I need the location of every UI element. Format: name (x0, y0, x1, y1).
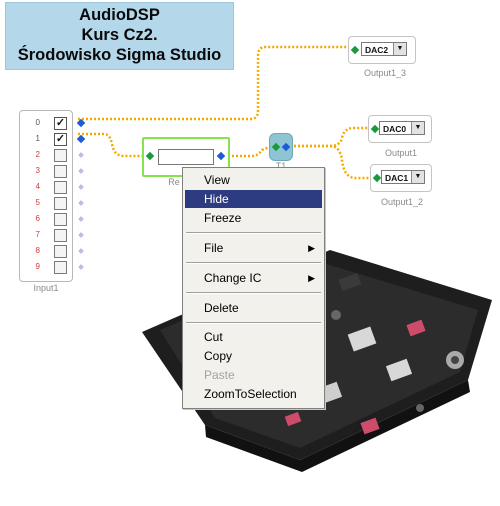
input-channel-checkbox[interactable] (54, 181, 67, 194)
output-caption: Output1_3 (363, 68, 407, 78)
menu-item-label: Change IC (204, 271, 262, 285)
context-menu[interactable]: View Hide Freeze File ▶ Change IC ▶ Delete… (182, 167, 325, 409)
input-channel-checkbox[interactable] (54, 245, 67, 258)
input-channel-checkbox[interactable]: ✓ (54, 133, 67, 146)
wire-ch1-readback[interactable] (78, 132, 148, 158)
menu-item-label: ZoomToSelection (204, 387, 297, 401)
t1-block[interactable] (269, 133, 293, 161)
menu-item-label: Delete (204, 301, 239, 315)
title-banner: AudioDSP Kurs Cz2. Środowisko Sigma Stud… (5, 2, 234, 70)
title-line-3: Środowisko Sigma Studio (17, 46, 222, 64)
menu-item-label: Freeze (204, 211, 242, 225)
wire-group (78, 45, 370, 180)
input-channel-number: 2 (35, 150, 40, 159)
input-channel-number: 5 (35, 198, 40, 207)
menu-item-copy[interactable]: Copy (185, 347, 322, 365)
t1-input-pin-icon[interactable] (271, 142, 281, 152)
title-line-1: AudioDSP (79, 6, 160, 24)
input-channel-number: 6 (35, 214, 40, 223)
output-caption: Output1_2 (380, 197, 424, 207)
menu-separator (186, 292, 321, 294)
chevron-down-icon[interactable]: ▼ (411, 122, 424, 134)
input-channel-row[interactable]: 1✓ (20, 132, 86, 148)
menu-item-label: Cut (204, 330, 223, 344)
input-channel-number: 3 (35, 166, 40, 175)
menu-separator (186, 322, 321, 324)
input-channel-number: 1 (35, 134, 40, 143)
input-channel-number: 8 (35, 246, 40, 255)
menu-separator (186, 262, 321, 264)
chevron-down-icon[interactable]: ▼ (411, 171, 424, 183)
input-channel-checkbox[interactable] (54, 165, 67, 178)
output-input-pin-icon[interactable] (350, 45, 360, 55)
input-block-caption: Input1 (33, 283, 59, 293)
menu-item-label: View (204, 173, 230, 187)
menu-item-delete[interactable]: Delete (185, 299, 322, 317)
input-channel-checkbox[interactable] (54, 261, 67, 274)
output-block-dac2[interactable]: DAC2 ▼ (348, 36, 416, 64)
input-channel-checkbox[interactable] (54, 197, 67, 210)
menu-item-label: File (204, 241, 224, 255)
input-channel-number: 7 (35, 230, 40, 239)
submenu-arrow-icon: ▶ (308, 243, 315, 253)
submenu-arrow-icon: ▶ (308, 273, 315, 283)
dac-select-value: DAC1 (385, 173, 409, 183)
output-block-dac1[interactable]: DAC1 ▼ (370, 164, 432, 192)
input-channel-number: 9 (35, 262, 40, 271)
readback-value-field[interactable] (158, 149, 214, 165)
input-channel-checkbox[interactable] (54, 213, 67, 226)
t1-caption: T1 (275, 161, 287, 171)
menu-item-change-ic[interactable]: Change IC ▶ (185, 269, 322, 287)
input-channel-checkbox[interactable] (54, 229, 67, 242)
input-channel-checkbox[interactable]: ✓ (54, 117, 67, 130)
input-channel-row[interactable]: 4 (20, 180, 84, 196)
input-channel-row[interactable]: 8 (20, 244, 84, 260)
input-channel-checkbox[interactable] (54, 149, 67, 162)
readback-caption: Re (168, 177, 180, 187)
readback-input-pin-icon[interactable] (145, 151, 155, 161)
input-channel-number: 4 (35, 182, 40, 191)
output-block-dac0[interactable]: DAC0 ▼ (368, 115, 432, 143)
wire-ch0-dac2[interactable] (78, 45, 348, 121)
input-channel-row[interactable]: 3 (20, 164, 84, 180)
menu-item-label: Paste (204, 368, 235, 382)
menu-separator (186, 232, 321, 234)
input-channel-row[interactable]: 2 (20, 148, 84, 164)
input-channel-row[interactable]: 6 (20, 212, 84, 228)
menu-item-zoom-to-selection[interactable]: ZoomToSelection (185, 385, 322, 403)
wire-readback-t1[interactable] (220, 144, 273, 158)
input-channel-row[interactable]: 9 (20, 260, 84, 276)
menu-item-paste: Paste (185, 366, 322, 384)
readback-output-pin-icon[interactable] (216, 151, 226, 161)
t1-output-pin-icon[interactable] (281, 142, 291, 152)
output-caption: Output1 (384, 148, 418, 158)
menu-item-cut[interactable]: Cut (185, 328, 322, 346)
title-line-2: Kurs Cz2. (81, 26, 158, 44)
chevron-down-icon[interactable]: ▼ (393, 43, 406, 55)
wire-t1-dac0[interactable] (290, 126, 368, 148)
dac-select-dac0[interactable]: DAC0 ▼ (379, 121, 425, 135)
input-channel-row[interactable]: 0✓ (20, 116, 86, 132)
input-channel-row[interactable]: 5 (20, 196, 84, 212)
dac-select-dac1[interactable]: DAC1 ▼ (381, 170, 425, 184)
menu-item-hide[interactable]: Hide (185, 190, 322, 208)
input-channel-row[interactable]: 7 (20, 228, 84, 244)
menu-item-label: Hide (204, 192, 229, 206)
menu-item-freeze[interactable]: Freeze (185, 209, 322, 227)
dac-select-dac2[interactable]: DAC2 ▼ (361, 42, 407, 56)
output-input-pin-icon[interactable] (372, 173, 382, 183)
dac-select-value: DAC0 (383, 124, 407, 134)
output-input-pin-icon[interactable] (370, 124, 380, 134)
menu-item-file[interactable]: File ▶ (185, 239, 322, 257)
dac-select-value: DAC2 (365, 45, 389, 55)
wire-t1-dac1[interactable] (290, 144, 370, 180)
menu-item-label: Copy (204, 349, 233, 363)
input-channel-number: 0 (35, 118, 40, 127)
menu-item-view[interactable]: View (185, 171, 322, 189)
